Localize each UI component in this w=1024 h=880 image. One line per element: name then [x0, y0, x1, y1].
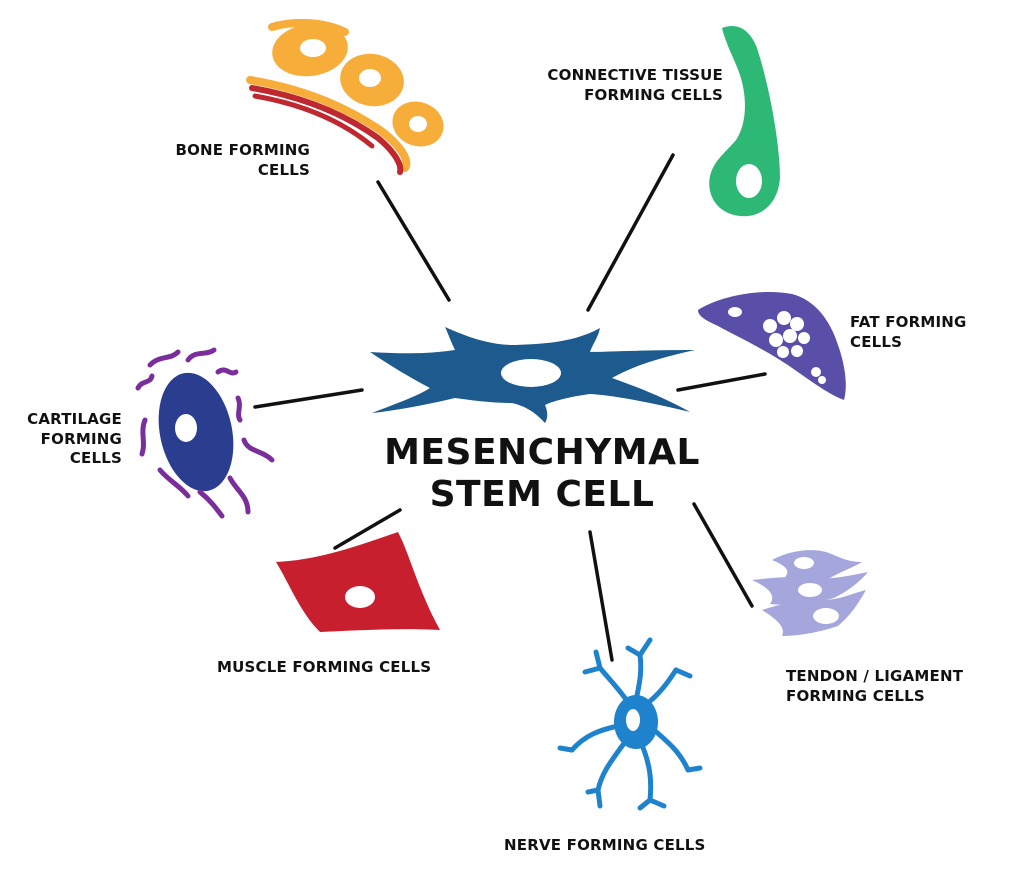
center-title: MESENCHYMAL STEM CELL [372, 432, 712, 517]
bone-label-line1: BONE FORMING [175, 141, 310, 159]
nerve-label-line1: NERVE FORMING CELLS [504, 836, 706, 854]
fat-forming-cells-label: FAT FORMING CELLS [850, 313, 967, 352]
connector-tendon [692, 502, 754, 608]
nerve-forming-cells-icon [557, 637, 703, 811]
fat-label-line1: FAT FORMING [850, 313, 967, 331]
connector-connective [586, 153, 675, 312]
center-title-line2: STEM CELL [429, 474, 655, 516]
connector-nerve [588, 530, 614, 662]
cartilage-label-line3: CELLS [69, 449, 122, 467]
connective-tissue-cells-label: CONNECTIVE TISSUE FORMING CELLS [503, 66, 723, 105]
fat-label-line2: CELLS [850, 332, 903, 351]
fat-forming-cells-icon [698, 291, 846, 400]
nerve-forming-cells-label: NERVE FORMING CELLS [504, 836, 706, 856]
cartilage-forming-cells-label: CARTILAGE FORMING CELLS [0, 410, 122, 469]
muscle-forming-cells-icon [276, 532, 440, 632]
cartilage-forming-cells-icon [135, 347, 275, 519]
bone-forming-cells-label: BONE FORMING CELLS [148, 141, 310, 180]
bone-forming-cells-icon [246, 18, 444, 175]
muscle-label-line1: MUSCLE FORMING CELLS [217, 658, 432, 676]
connector-muscle [333, 508, 402, 550]
tendon-ligament-cells-label: TENDON / LIGAMENT FORMING CELLS [786, 667, 963, 706]
connective-label-line2: FORMING CELLS [584, 85, 723, 104]
connector-fat [676, 372, 767, 392]
bone-label-line2: CELLS [257, 160, 310, 179]
tendon-label-line2: FORMING CELLS [786, 686, 925, 705]
connector-lines [253, 153, 767, 662]
tendon-ligament-cells-icon [752, 550, 868, 636]
cartilage-label-line1: CARTILAGE [27, 410, 122, 428]
tendon-label-line1: TENDON / LIGAMENT [786, 667, 964, 685]
connective-tissue-cells-icon [709, 26, 780, 217]
connective-label-line1: CONNECTIVE TISSUE [547, 66, 723, 84]
mesenchymal-stem-cell-icon [370, 327, 695, 423]
muscle-forming-cells-label: MUSCLE FORMING CELLS [217, 658, 431, 678]
center-title-line1: MESENCHYMAL [384, 432, 700, 473]
connector-bone [376, 180, 451, 302]
cartilage-label-line2: FORMING [40, 429, 122, 448]
connector-cartilage [253, 388, 364, 409]
